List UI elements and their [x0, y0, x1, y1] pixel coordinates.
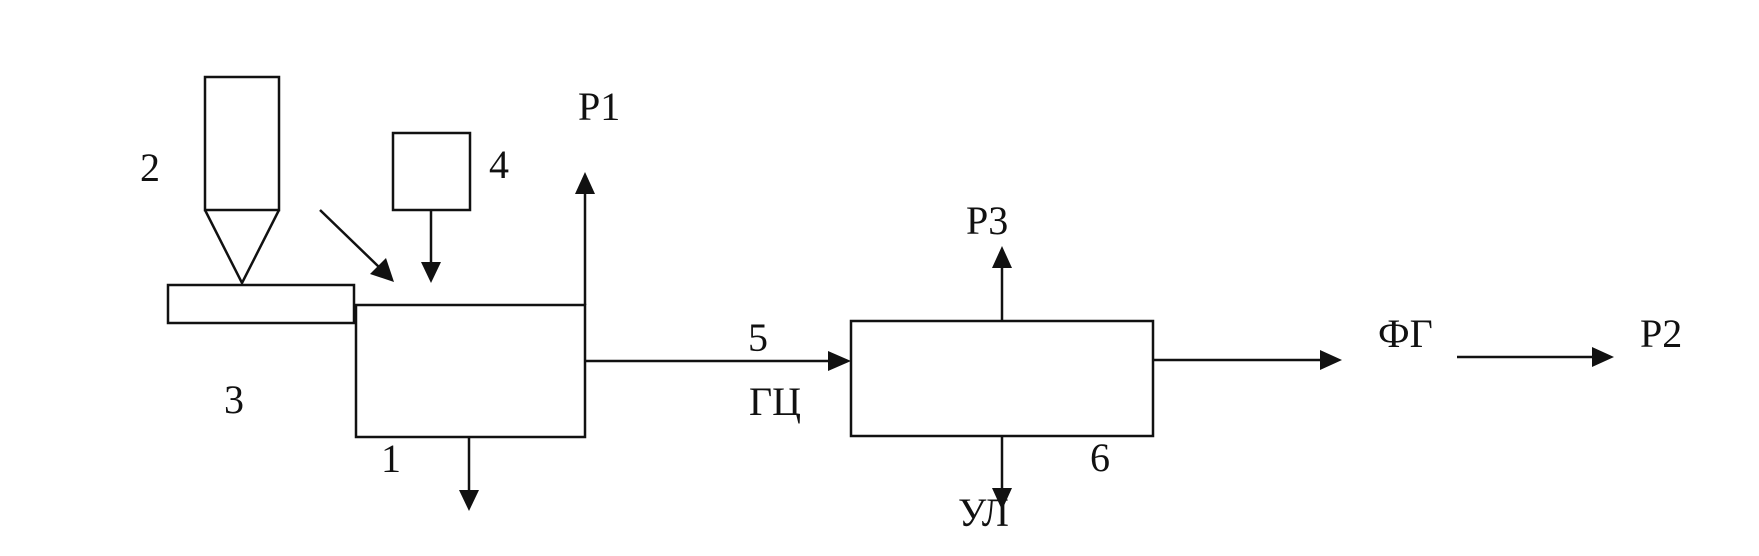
feed-arrow — [319, 209, 394, 282]
p2-arrow — [1457, 347, 1614, 367]
unit-4-box — [391, 131, 472, 212]
label-gc: ГЦ — [749, 379, 801, 424]
label-fg: ФГ — [1378, 311, 1433, 356]
label-3: 3 — [224, 377, 244, 422]
hopper — [203, 75, 281, 286]
separator-box — [849, 319, 1155, 438]
label-ul: УЛ — [958, 490, 1009, 535]
label-p1: P1 — [578, 84, 620, 129]
unit-4-arrow — [421, 210, 441, 283]
label-2: 2 — [140, 145, 160, 190]
label-4: 4 — [489, 142, 509, 187]
p3-arrow — [992, 246, 1012, 321]
fg-arrow — [1153, 350, 1342, 370]
label-1: 1 — [381, 436, 401, 481]
label-p3: P3 — [966, 198, 1008, 243]
gc-arrow — [585, 351, 851, 371]
conveyor-plate — [166, 283, 356, 325]
label-p2: P2 — [1640, 311, 1682, 356]
label-6: 6 — [1090, 435, 1110, 480]
ul-arrow — [992, 436, 1012, 510]
label-5: 5 — [748, 315, 768, 360]
reactor-box — [354, 303, 587, 439]
p1-arrow — [575, 172, 595, 305]
reactor-bottom-arrow — [459, 437, 479, 511]
